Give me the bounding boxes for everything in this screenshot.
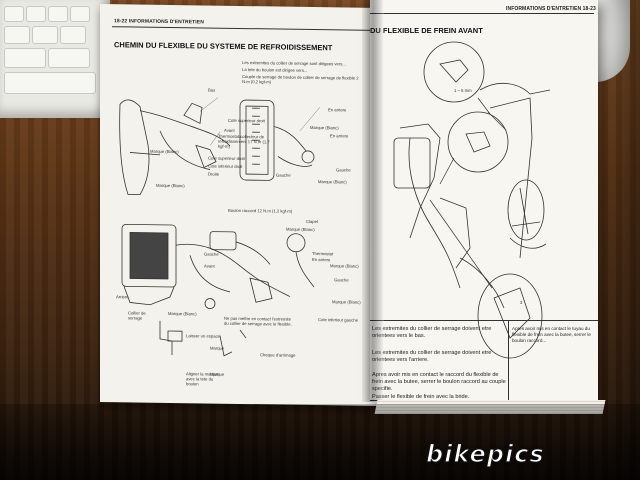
header-rule [112, 26, 374, 31]
keyboard-key [48, 48, 90, 68]
table-row: Apres avoir mis en contact le tuyau du f… [512, 326, 591, 343]
book-gutter [362, 0, 384, 402]
page-title: DU FLEXIBLE DE FREIN AVANT [370, 26, 483, 35]
keyboard-key [4, 6, 24, 22]
table-divider [508, 320, 509, 400]
keyboard-key [70, 6, 90, 22]
page-header: 18-22 INFORMATIONS D'ENTRETIEN [114, 18, 204, 26]
keyboard-key [4, 26, 30, 44]
keyboard-key [26, 6, 46, 22]
page-header: INFORMATIONS D'ENTRETIEN 18-23 [506, 6, 596, 12]
manual-left-page: 18-22 INFORMATIONS D'ENTRETIEN CHEMIN DU… [100, 4, 382, 406]
label: 1 ~ 5 mm [454, 88, 472, 93]
table-row: Les extremites du collier de serrage doi… [372, 326, 492, 339]
label: 3 [520, 300, 523, 305]
dark-foreground [0, 404, 640, 480]
table-row: Les extremites du collier de serrage doi… [372, 350, 492, 363]
brake-hose-diagram [393, 41, 551, 359]
manual-right-page: INFORMATIONS D'ENTRETIEN 18-23 DU FLEXIB… [370, 0, 598, 402]
keyboard-key [4, 72, 96, 94]
keyboard-key [60, 26, 86, 44]
cooling-hose-diagram-top [119, 97, 321, 195]
watermark-logo: bikepics [425, 439, 545, 468]
table-row: Passer le flexible de frein avec la brid… [372, 394, 470, 400]
cooling-hose-diagram-bottom [121, 223, 315, 357]
keyboard-key [4, 48, 46, 68]
keyboard-key [32, 26, 58, 44]
table-rule [370, 320, 598, 321]
header-rule [370, 13, 594, 14]
shadow [600, 0, 640, 480]
keyboard [0, 0, 110, 118]
keyboard-key [48, 6, 68, 22]
table-row: Apres avoir mis en contact le raccord du… [372, 372, 506, 392]
